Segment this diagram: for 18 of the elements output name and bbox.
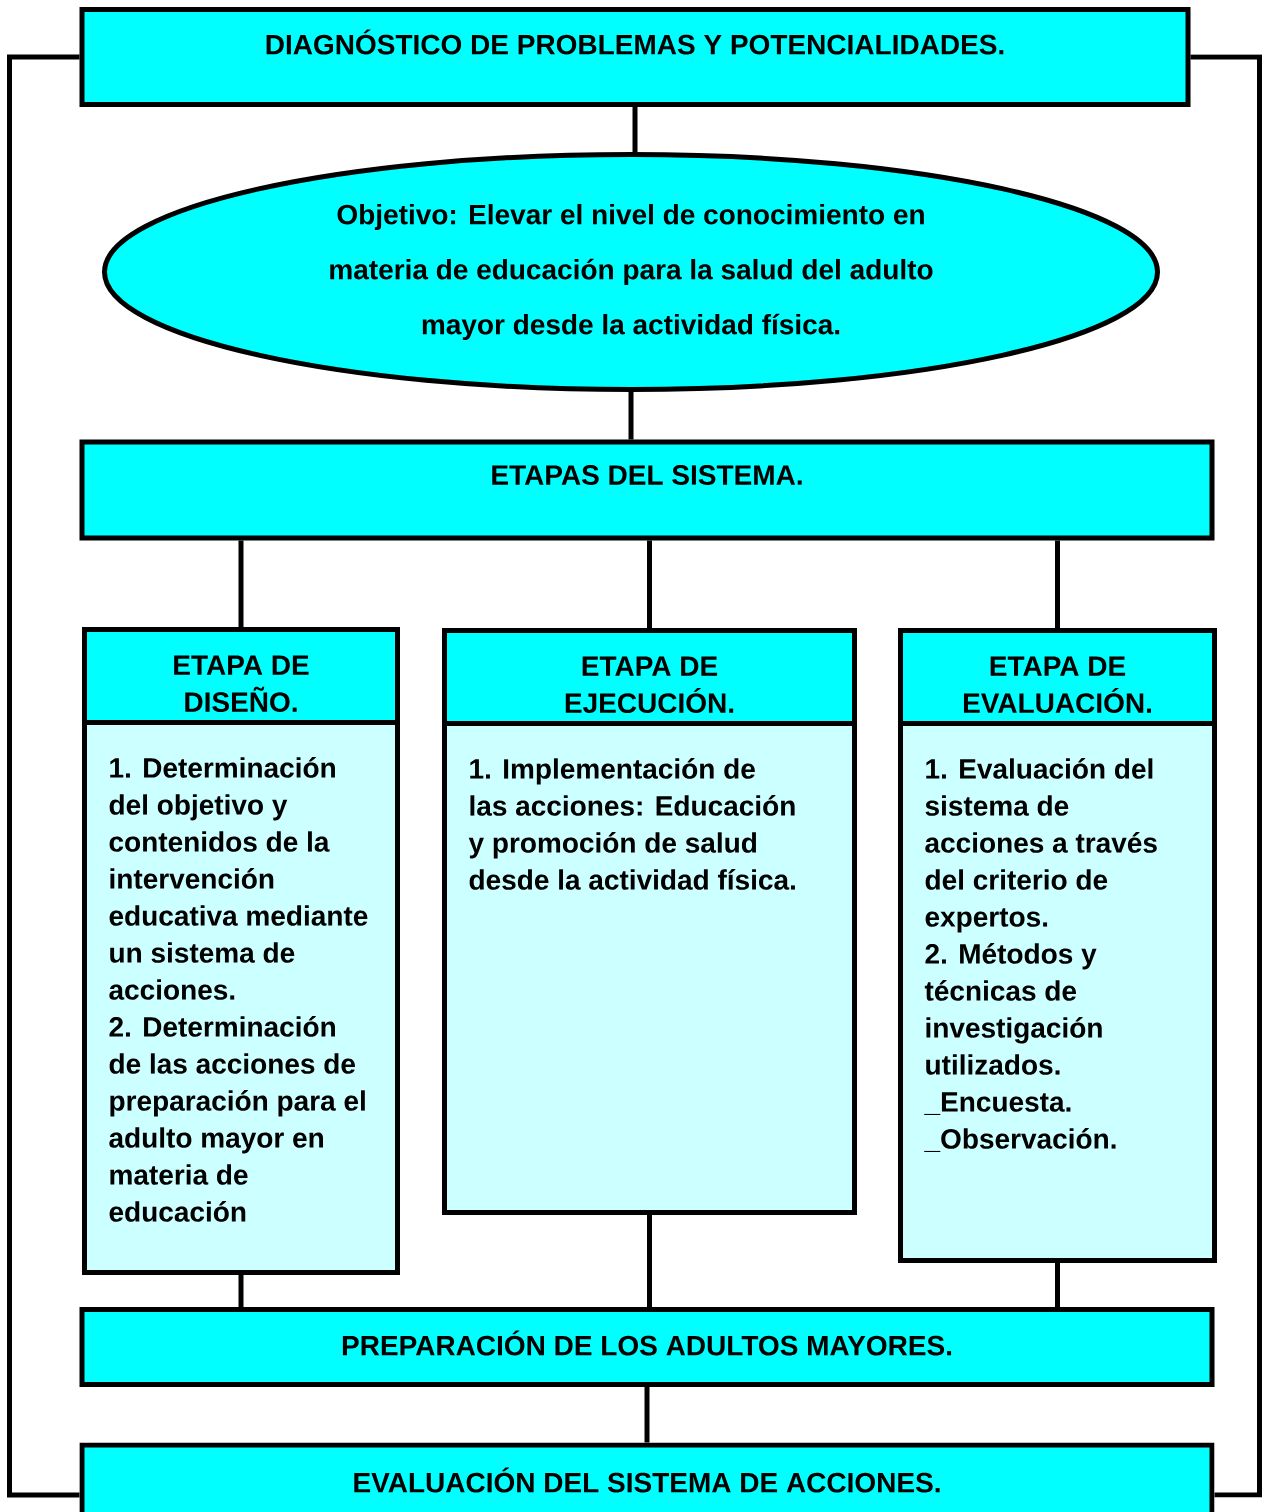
process-box: ETAPAS DEL SISTEMA. (79, 439, 1215, 541)
connector-line (1190, 54, 1262, 1498)
process-box: DIAGNÓSTICO DE PROBLEMAS Y POTENCIALIDADES. (79, 7, 1191, 107)
process-box: EVALUACIÓN DEL SISTEMA DE ACCIONES. (79, 1442, 1215, 1512)
stage-box: ETAPA DE DISEÑO. 1. Determinación del objetivo y contenidos de la intervención educativa mediante un sistema de acciones. 2. Determinación de las acciones de preparación para el adulto mayor en materia de educación (82, 627, 400, 1275)
connector-line (647, 1215, 652, 1307)
connector-line (632, 107, 638, 152)
connector-line (628, 392, 634, 440)
connector-line (644, 1387, 650, 1443)
process-box: PREPARACIÓN DE LOS ADULTOS MAYORES. (79, 1307, 1215, 1387)
connector-line (1055, 1263, 1060, 1307)
stage-box: ETAPA DE EJECUCIÓN. 1. Implementación de las acciones: Educación y promoción de salud desde la actividad física. (442, 628, 857, 1215)
stage-box: ETAPA DE EVALUACIÓN. 1. Evaluación del sistema de acciones a través del criterio de expertos. 2. Métodos y técnicas de investigación utilizados. _Encuesta. _Observación. (898, 628, 1217, 1263)
connector-line (1055, 540, 1060, 628)
connector-line (7, 54, 80, 1498)
connector-line (238, 540, 244, 627)
connector-line (238, 1275, 244, 1307)
connector-line (647, 540, 652, 628)
